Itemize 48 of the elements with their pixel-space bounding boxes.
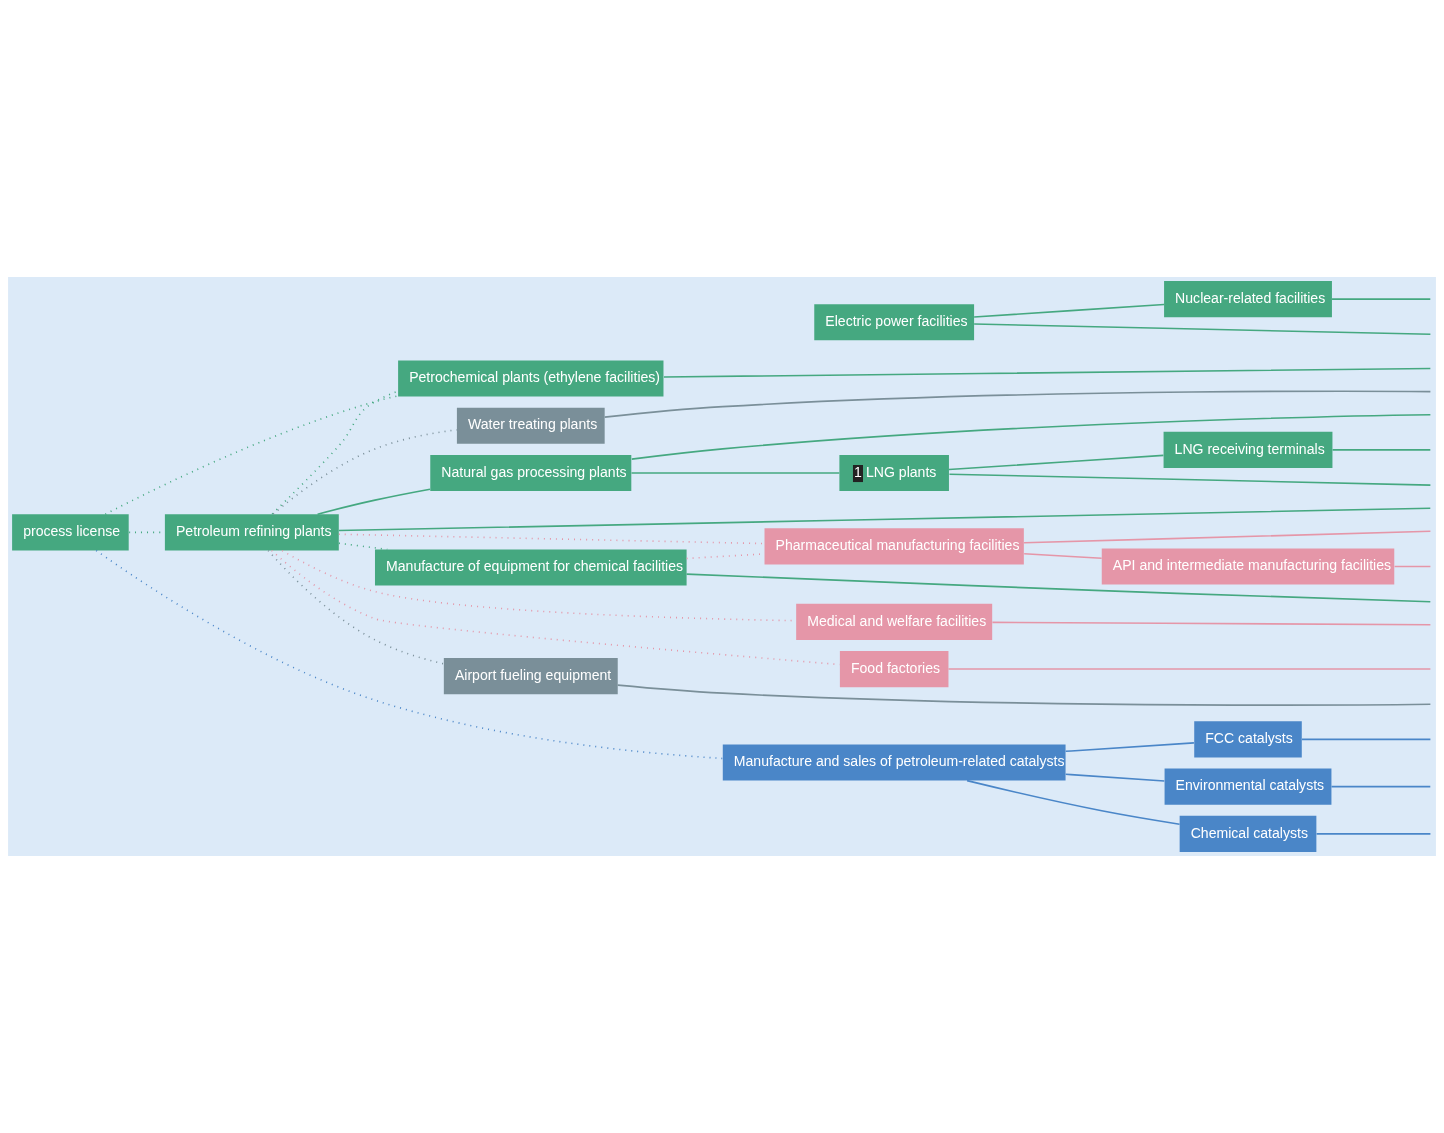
- connector: [947, 668, 1432, 670]
- connector: [966, 779, 1181, 825]
- connector: [1331, 449, 1432, 451]
- node-box: Petroleum refining plants: [164, 514, 339, 551]
- node-box: LNG receiving terminals: [1163, 431, 1333, 468]
- connector: [948, 473, 1432, 486]
- connector: [1023, 552, 1103, 559]
- connector: [316, 488, 431, 515]
- connector: [630, 472, 841, 474]
- node-box: Medical and welfare facilities: [796, 603, 993, 640]
- node-box: Chemical catalysts: [1179, 815, 1317, 852]
- connector: [1330, 785, 1432, 788]
- connector: [973, 323, 1432, 336]
- connector: [1301, 738, 1432, 741]
- node-box: Nuclear-related facilities: [1164, 281, 1332, 318]
- connector: [991, 621, 1432, 626]
- node-box: Environmental catalysts: [1164, 768, 1332, 805]
- connector: [271, 390, 399, 515]
- connector: [272, 429, 458, 515]
- connector: [1023, 530, 1432, 544]
- connector: [603, 390, 1432, 418]
- node-box: Water treating plants: [456, 407, 605, 444]
- connector: [616, 684, 1432, 706]
- node-box: Petrochemical plants (ethylene facilities): [398, 360, 664, 397]
- connector: [685, 573, 1432, 603]
- connector: [663, 367, 1432, 378]
- connector: [267, 549, 445, 665]
- node-box: Manufacture and sales of petroleum-related catalysts: [722, 744, 1066, 781]
- node-box: Pharmaceutical manufacturing facilities: [764, 528, 1024, 565]
- node-box: Natural gas processing plants: [430, 454, 632, 492]
- connector: [104, 395, 399, 516]
- node-box: 1 LNG plants: [839, 454, 949, 492]
- node-box: process license: [12, 514, 129, 551]
- connector: [1315, 833, 1432, 835]
- connector: [630, 413, 1432, 460]
- connector: [973, 303, 1165, 318]
- connector: [1331, 298, 1432, 300]
- connector: [948, 454, 1165, 471]
- node-box: Electric power facilities: [814, 304, 975, 341]
- node-box: Food factories: [839, 650, 949, 688]
- connector: [1393, 565, 1432, 568]
- connector: [1064, 773, 1166, 782]
- node-box: FCC catalysts: [1194, 721, 1302, 758]
- node-box: Airport fueling equipment: [443, 657, 618, 695]
- connector: [338, 507, 1432, 532]
- node-box: Manufacture of equipment for chemical facilities: [375, 549, 687, 586]
- connector: [1064, 742, 1195, 753]
- node-box: API and intermediate manufacturing facilities: [1101, 548, 1395, 585]
